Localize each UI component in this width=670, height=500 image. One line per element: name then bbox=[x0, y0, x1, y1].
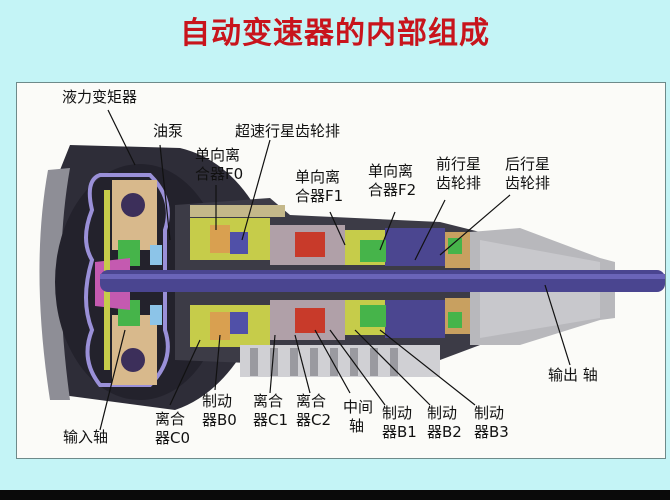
label-brake-b2: 制动 器B2 bbox=[427, 404, 462, 441]
label-output-shaft: 输出 轴 bbox=[548, 366, 598, 384]
label-torque-converter: 液力变矩器 bbox=[62, 88, 138, 106]
label-one-way-clutch-f2: 单向离 合器F2 bbox=[368, 162, 417, 199]
label-brake-b3: 制动 器B3 bbox=[474, 404, 509, 441]
main-shaft bbox=[100, 270, 665, 292]
label-clutch-c2: 离合 器C2 bbox=[296, 392, 332, 429]
label-rear-planetary: 后行星 齿轮排 bbox=[505, 155, 551, 192]
bottom-bar bbox=[0, 490, 670, 500]
label-one-way-clutch-f0: 单向离 合器F0 bbox=[195, 146, 244, 183]
label-oil-pump: 油泵 bbox=[153, 122, 184, 140]
label-clutch-c1: 离合 器C1 bbox=[253, 392, 289, 429]
label-brake-b0: 制动 器B0 bbox=[202, 392, 237, 429]
label-input-shaft: 输入轴 bbox=[63, 428, 109, 446]
label-front-planetary: 前行星 齿轮排 bbox=[436, 155, 482, 192]
label-overdrive-planetary: 超速行星齿轮排 bbox=[235, 122, 341, 140]
label-clutch-c0: 离合 器C0 bbox=[155, 410, 191, 447]
diagram-title: 自动变速器的内部组成 bbox=[180, 16, 490, 51]
label-one-way-clutch-f1: 单向离 合器F1 bbox=[295, 168, 344, 205]
label-intermediate-shaft: 中间 轴 bbox=[343, 398, 374, 435]
label-brake-b1: 制动 器B1 bbox=[382, 404, 417, 441]
